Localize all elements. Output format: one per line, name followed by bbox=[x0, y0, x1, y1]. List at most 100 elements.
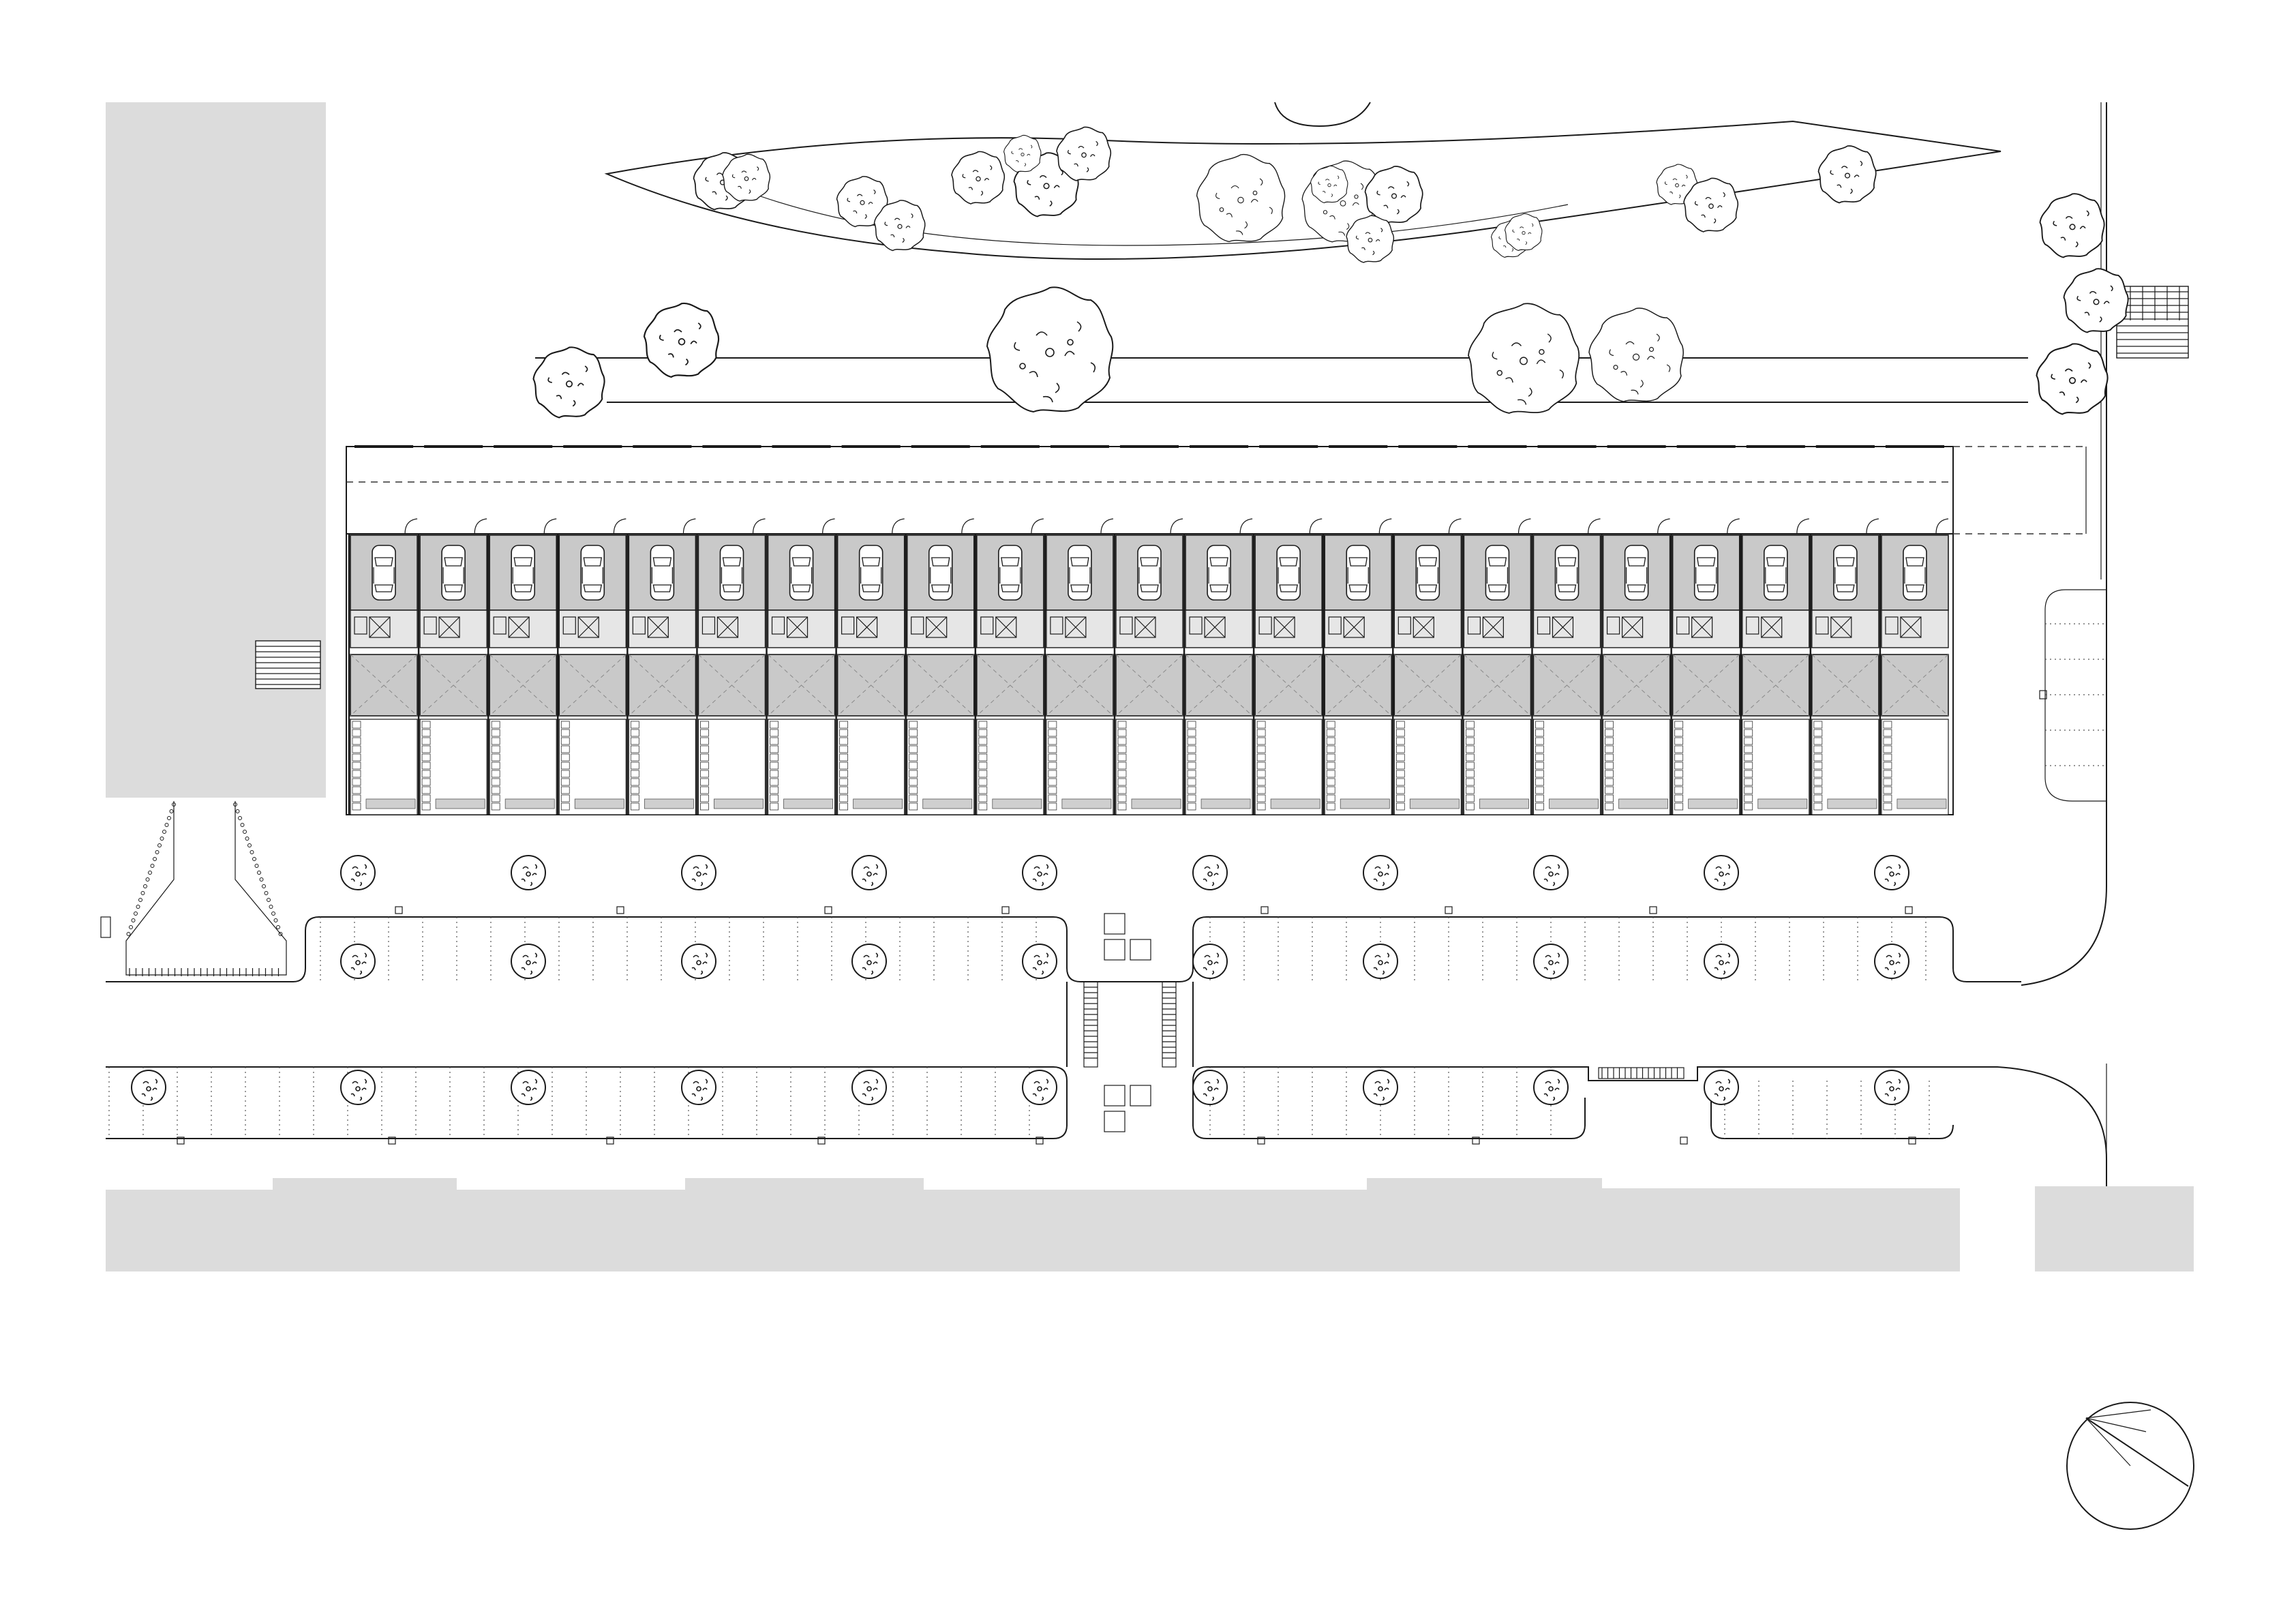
car-icon bbox=[998, 545, 1023, 601]
row-house-unit bbox=[1809, 445, 1879, 815]
row-house-unit bbox=[766, 445, 836, 815]
tree-icon bbox=[681, 855, 716, 890]
tree-icon bbox=[1468, 303, 1580, 414]
tree-icon bbox=[1022, 944, 1057, 979]
east-parking-pad bbox=[2044, 589, 2106, 802]
tree-icon bbox=[681, 1070, 716, 1105]
row-house-unit bbox=[1601, 445, 1671, 815]
car-icon bbox=[1833, 545, 1858, 601]
pedestrian-crossing bbox=[1066, 981, 1194, 1068]
north-parking-kerb bbox=[106, 916, 2021, 982]
row-house-unit bbox=[1183, 445, 1253, 815]
tree-icon bbox=[1363, 1070, 1398, 1105]
tree-icon bbox=[511, 855, 546, 890]
tree-icon bbox=[1704, 944, 1739, 979]
car-icon bbox=[650, 545, 675, 601]
row-house-unit bbox=[835, 445, 905, 815]
tree-icon bbox=[2039, 193, 2105, 258]
car-icon bbox=[372, 545, 396, 601]
row-house-unit bbox=[905, 445, 975, 815]
tree-icon bbox=[340, 855, 376, 890]
tree-icon bbox=[1504, 213, 1543, 252]
car-icon bbox=[789, 545, 814, 601]
row-house-unit bbox=[1322, 445, 1393, 815]
car-icon bbox=[511, 545, 536, 601]
tree-icon bbox=[511, 1070, 546, 1105]
tree-icon bbox=[1533, 855, 1569, 890]
tree-icon bbox=[2063, 268, 2129, 333]
stair-icon bbox=[255, 640, 321, 689]
row-house-unit bbox=[1044, 445, 1114, 815]
row-house-unit bbox=[417, 445, 487, 815]
tree-icon bbox=[1704, 855, 1739, 890]
row-house-unit bbox=[1252, 445, 1323, 815]
row-house-unit bbox=[1113, 445, 1183, 815]
car-icon bbox=[1415, 545, 1440, 601]
car-icon bbox=[580, 545, 605, 601]
car-icon bbox=[1903, 545, 1927, 601]
tree-icon bbox=[643, 302, 720, 378]
car-icon bbox=[1137, 545, 1162, 601]
car-icon bbox=[1554, 545, 1580, 601]
row-house-unit bbox=[626, 445, 697, 815]
tree-icon bbox=[1874, 944, 1909, 979]
car-icon bbox=[1763, 545, 1788, 601]
car-icon bbox=[858, 545, 883, 601]
tree-icon bbox=[340, 1070, 376, 1105]
north-arrow-icon bbox=[2066, 1402, 2194, 1530]
west-ramp bbox=[100, 801, 287, 976]
row-house-unit bbox=[1462, 445, 1532, 815]
tree-icon bbox=[851, 1070, 887, 1105]
bench bbox=[1598, 1067, 1685, 1079]
tree-icon bbox=[2036, 343, 2109, 415]
car-icon bbox=[1207, 545, 1231, 601]
south-parking-kerb bbox=[106, 1066, 2107, 1186]
tree-icon bbox=[131, 1070, 166, 1105]
planter-boxes bbox=[1104, 913, 1151, 1132]
landscape-mound bbox=[604, 120, 2002, 260]
tree-icon bbox=[1310, 165, 1348, 204]
tree-icon bbox=[1874, 1070, 1909, 1105]
row-house-unit bbox=[1392, 445, 1462, 815]
car-icon bbox=[1276, 545, 1301, 601]
east-boundary bbox=[2021, 102, 2107, 1186]
neighbor-building-southeast bbox=[2035, 1186, 2194, 1271]
tree-icon bbox=[1363, 944, 1398, 979]
tree-icon bbox=[1022, 855, 1057, 890]
tree-icon bbox=[340, 944, 376, 979]
car-icon bbox=[1693, 545, 1719, 601]
row-house-unit bbox=[557, 445, 627, 815]
car-icon bbox=[441, 545, 466, 601]
row-house-unit bbox=[1879, 445, 1949, 815]
row-house-unit bbox=[696, 445, 766, 815]
tree-row-lines bbox=[535, 357, 2028, 403]
row-house-unit bbox=[1531, 445, 1601, 815]
car-icon bbox=[1624, 545, 1649, 601]
tree-icon bbox=[951, 151, 1006, 205]
row-house-unit bbox=[974, 445, 1044, 815]
car-icon bbox=[1346, 545, 1371, 601]
tree-icon bbox=[986, 286, 1114, 412]
tree-icon bbox=[1022, 1070, 1057, 1105]
tree-icon bbox=[1817, 145, 1877, 204]
tree-icon bbox=[511, 944, 546, 979]
row-house-unit bbox=[1670, 445, 1740, 815]
tree-icon bbox=[1533, 944, 1569, 979]
tree-icon bbox=[532, 102, 2129, 419]
tree-icon bbox=[1533, 1070, 1569, 1105]
tree-icon bbox=[851, 855, 887, 890]
car-icon bbox=[1485, 545, 1510, 601]
row-house-unit bbox=[348, 445, 418, 815]
row-house-unit bbox=[1740, 445, 1810, 815]
row-house-unit bbox=[487, 445, 558, 815]
east-stair bbox=[2116, 286, 2189, 359]
tree-icon bbox=[1874, 855, 1909, 890]
tree-icon bbox=[1056, 126, 1112, 181]
tree-icon bbox=[1588, 307, 1684, 402]
tree-icon bbox=[1196, 153, 1286, 243]
car-icon bbox=[1068, 545, 1092, 601]
tree-icon bbox=[851, 944, 887, 979]
tree-icon bbox=[1363, 855, 1398, 890]
car-icon bbox=[719, 545, 744, 601]
